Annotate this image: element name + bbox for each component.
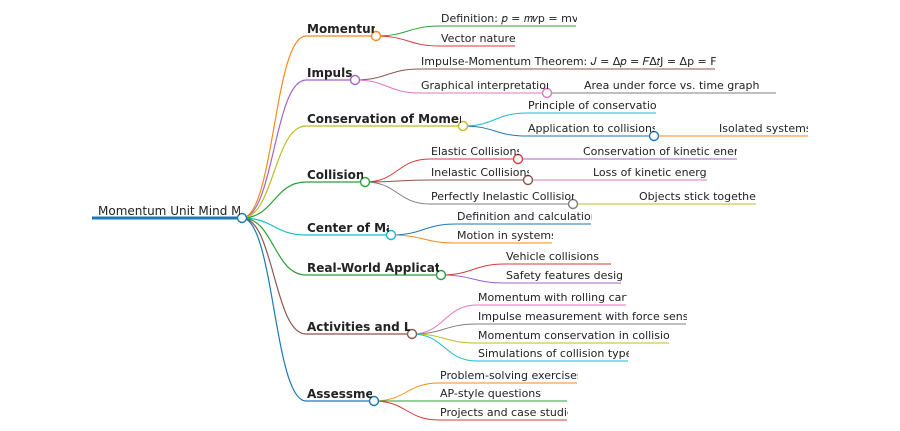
detail-1-1-0: Area under force vs. time graph bbox=[584, 79, 760, 92]
branch-connector bbox=[241, 217, 307, 276]
subtopic-6-1: Impulse measurement with force sensors bbox=[478, 310, 687, 323]
branch-connector bbox=[241, 181, 307, 219]
collapse-toggle-icon[interactable] bbox=[349, 74, 361, 86]
detail-2-1-0: Isolated systems bbox=[719, 122, 808, 135]
subtopic-connector bbox=[373, 382, 440, 402]
subtopic-7-1: AP-style questions bbox=[440, 387, 542, 400]
subtopic-connector bbox=[364, 181, 431, 205]
topic-underlines bbox=[92, 25, 808, 421]
branch-6-topic: Activities and Labs bbox=[307, 320, 410, 334]
branch-connector bbox=[241, 217, 307, 236]
subtopic-connector bbox=[440, 274, 506, 284]
subtopic-connector bbox=[364, 179, 431, 183]
subtopic-connector bbox=[411, 304, 478, 335]
subtopic-connector bbox=[462, 112, 528, 127]
subtopic-5-0: Vehicle collisions bbox=[506, 250, 600, 263]
subtopic-1-0: Impulse-Momentum Theorem: 𝐽 = Δ𝑝 = 𝐹Δ𝑡J … bbox=[421, 55, 716, 68]
root-topic: Momentum Unit Mind Map bbox=[98, 204, 240, 218]
collapse-toggle-icon[interactable] bbox=[359, 176, 371, 188]
branch-connector bbox=[241, 79, 307, 219]
branch-1-topic: Impulse bbox=[307, 66, 353, 80]
subtopic-connector bbox=[390, 223, 457, 236]
subtopic-2-0: Principle of conservation bbox=[528, 99, 657, 112]
branch-7-topic: Assessment bbox=[307, 387, 372, 401]
subtopic-4-1: Motion in systems bbox=[457, 229, 553, 242]
branch-connector bbox=[241, 217, 307, 402]
subtopic-connector bbox=[411, 333, 478, 362]
branch-5-topic: Real-World Applications bbox=[307, 261, 439, 275]
branch-2-topic: Conservation of Momentum bbox=[307, 112, 461, 126]
subtopic-connector bbox=[440, 263, 506, 276]
subtopic-6-0: Momentum with rolling carts bbox=[478, 291, 627, 304]
subtopic-connector bbox=[375, 25, 441, 37]
collapse-toggle-icon[interactable] bbox=[567, 198, 579, 210]
collapse-toggle-icon[interactable] bbox=[368, 395, 380, 407]
subtopic-3-1: Inelastic Collisions bbox=[431, 166, 529, 179]
subtopic-connector bbox=[462, 125, 528, 137]
subtopic-connector bbox=[354, 68, 421, 81]
subtopic-5-1: Safety features design bbox=[506, 269, 622, 282]
collapse-toggle-icon[interactable] bbox=[512, 153, 524, 165]
detail-3-1-0: Loss of kinetic energy bbox=[593, 166, 707, 179]
subtopic-connector bbox=[354, 79, 421, 94]
subtopic-7-0: Problem-solving exercises bbox=[440, 369, 578, 382]
branch-0-topic: Momentum bbox=[307, 22, 375, 36]
subtopic-3-2: Perfectly Inelastic Collisions bbox=[431, 190, 574, 203]
subtopic-6-3: Simulations of collision types bbox=[478, 347, 629, 360]
subtopic-connector bbox=[411, 323, 478, 335]
branch-connector bbox=[241, 217, 307, 335]
branch-connector bbox=[241, 125, 307, 219]
collapse-toggle-icon[interactable] bbox=[370, 30, 382, 42]
subtopic-4-0: Definition and calculation bbox=[457, 210, 592, 223]
subtopic-connector bbox=[375, 35, 441, 47]
branch-4-topic: Center of Mass bbox=[307, 221, 389, 235]
subtopic-2-1: Application to collisions bbox=[528, 122, 655, 135]
branch-3-topic: Collisions bbox=[307, 168, 363, 182]
subtopic-1-1: Graphical interpretation bbox=[421, 79, 548, 92]
collapse-toggle-icon[interactable] bbox=[385, 229, 397, 241]
subtopic-7-2: Projects and case studies bbox=[440, 406, 568, 419]
collapse-toggle-icon[interactable] bbox=[406, 328, 418, 340]
collapse-toggle-icon[interactable] bbox=[522, 174, 534, 186]
branch-connector bbox=[241, 35, 307, 219]
connector-lines bbox=[241, 25, 528, 421]
subtopic-6-2: Momentum conservation in collisions bbox=[478, 329, 670, 342]
subtopic-connector bbox=[373, 400, 440, 421]
collapse-toggle-icon[interactable] bbox=[648, 130, 660, 142]
subtopic-0-1: Vector nature bbox=[441, 32, 516, 45]
collapse-toggle-icon[interactable] bbox=[435, 269, 447, 281]
detail-3-2-0: Objects stick together bbox=[639, 190, 756, 203]
collapse-toggle-icon[interactable] bbox=[457, 120, 469, 132]
collapse-toggle-icon[interactable] bbox=[236, 212, 248, 224]
subtopic-3-0: Elastic Collisions bbox=[431, 145, 519, 158]
subtopic-connector bbox=[364, 158, 431, 183]
detail-3-0-0: Conservation of kinetic energy bbox=[583, 145, 737, 158]
collapse-toggle-icon[interactable] bbox=[541, 87, 553, 99]
subtopic-0-0: Definition: 𝑝 = 𝑚𝑣p = mv bbox=[441, 12, 577, 25]
subtopic-connector bbox=[390, 234, 457, 244]
topic-nodes bbox=[236, 30, 660, 407]
